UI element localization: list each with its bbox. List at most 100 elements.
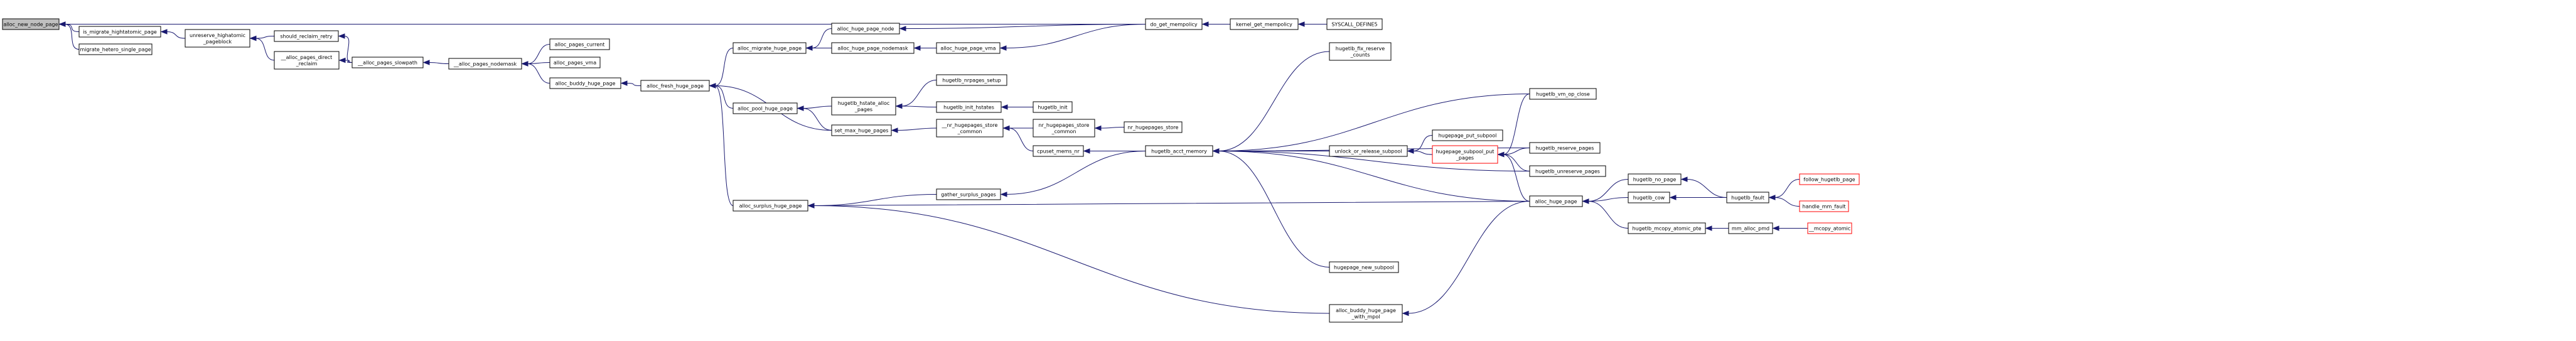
node-label: SYSCALL_DEFINE5 xyxy=(1331,22,1377,28)
node-alloc-huge-page-nodemask[interactable]: alloc_huge_page_nodemask xyxy=(831,42,915,54)
node-hugetlb-init-hstates[interactable]: hugetlb_init_hstates xyxy=(936,101,1002,113)
node-alloc-pages-nodemask[interactable]: __alloc_pages_nodemask xyxy=(448,58,522,70)
node-cpuset-mems-nr[interactable]: cpuset_mems_nr xyxy=(1033,145,1084,157)
node-hugetlb-fault[interactable]: hugetlb_fault xyxy=(1726,192,1769,203)
node-alloc-buddy-huge-page-with-mpol[interactable]: alloc_buddy_huge_page_with_mpol xyxy=(1329,304,1403,323)
edge-line xyxy=(904,24,1146,29)
node-alloc-pages-vma[interactable]: alloc_pages_vma xyxy=(549,57,601,68)
node-alloc-pool-huge-page[interactable]: alloc_pool_huge_page xyxy=(733,102,798,114)
edge-alloc_pages_nodemask-to-alloc_pages_slowpath xyxy=(422,60,449,65)
node-alloc-fresh-huge-page[interactable]: alloc_fresh_huge_page xyxy=(640,80,710,92)
node-alloc-pages-current[interactable]: alloc_pages_current xyxy=(549,38,610,50)
node-alloc-pages-direct-reclaim[interactable]: __alloc_pages_direct_reclaim xyxy=(274,51,340,70)
edge-line xyxy=(1503,148,1530,155)
node-hugetlb-fix-reserve-counts[interactable]: hugetlb_fix_reserve_counts xyxy=(1329,42,1392,61)
node-hugetlb-init[interactable]: hugetlb_init xyxy=(1033,101,1073,113)
node-hugetlb-nrpages-setup[interactable]: hugetlb_nrpages_setup xyxy=(936,74,1007,86)
edge-line xyxy=(428,62,449,64)
arrowhead xyxy=(160,29,168,35)
node-alloc-surplus-huge-page[interactable]: alloc_surplus_huge_page xyxy=(733,200,808,212)
node-box xyxy=(274,51,340,70)
node-hugetlb-unreserve-pages[interactable]: hugetlb_unreserve_pages xyxy=(1529,165,1606,177)
node-label: hugetlb_init_hstates xyxy=(943,105,994,111)
node-mm-alloc-pmd[interactable]: mm_alloc_pmd xyxy=(1728,222,1773,234)
node-label: alloc_fresh_huge_page xyxy=(647,84,704,89)
node-box xyxy=(549,57,601,68)
node-set-max-huge-pages[interactable]: set_max_huge_pages xyxy=(831,124,892,136)
node-hugetlb-mcopy-atomic-pte[interactable]: hugetlb_mcopy_atomic_pte xyxy=(1628,222,1706,234)
node-mcopy-atomic[interactable]: __mcopy_atomic xyxy=(1807,222,1852,234)
node-hugetlb-cow[interactable]: hugetlb_cow xyxy=(1628,192,1670,203)
node-unreserve-highatomic[interactable]: unreserve_highatomic_pageblock xyxy=(185,29,250,48)
node-unlock-or-release-subpool[interactable]: unlock_or_release_subpool xyxy=(1329,145,1408,157)
node-hugetlb-acct-memory[interactable]: hugetlb_acct_memory xyxy=(1145,145,1213,157)
edge-line xyxy=(1774,197,1800,207)
node-isolate-migratepages[interactable]: is_migrate_hightatomic_page xyxy=(78,26,161,38)
node-label: hugepage_new_subpool xyxy=(1334,265,1394,271)
node-label: cpuset_mems_nr xyxy=(1037,149,1080,154)
node-syscall-define5[interactable]: SYSCALL_DEFINE5 xyxy=(1326,18,1383,30)
edge-line xyxy=(714,48,734,86)
edge-hugetlb_fix_reserve_counts-to-hugetlb_acct_memory xyxy=(1212,51,1330,154)
node-hugepage-new-subpool[interactable]: hugepage_new_subpool xyxy=(1329,261,1399,273)
node-label: _pages xyxy=(854,107,872,112)
arrowhead xyxy=(895,103,903,109)
node-alloc-migrate-huge-page[interactable]: alloc_migrate_huge_page xyxy=(733,42,807,54)
node-hugetlb-vm-op-close[interactable]: hugetlb_vm_op_close xyxy=(1529,88,1597,100)
node-hugepage-put-subpool[interactable]: hugepage_put_subpool xyxy=(1432,129,1503,141)
node-label: _counts xyxy=(1350,52,1370,58)
node-migrate-hetero[interactable]: migrate_hetero_single_page xyxy=(78,43,153,55)
edge-line xyxy=(255,38,275,61)
node-alloc-pages-slowpath[interactable]: __alloc_pages_slowpath xyxy=(352,57,424,68)
edge-alloc_huge_page_nodemask-to-alloc_migrate_huge_page xyxy=(805,45,832,51)
node-box xyxy=(1726,192,1769,203)
edge-hugetlb_vm_op_close-to-hugetlb_acct_memory xyxy=(1212,94,1530,154)
arrowhead xyxy=(1497,151,1505,158)
arrowhead xyxy=(1768,195,1776,200)
node-alloc-new-node-page[interactable]: alloc_new_node_page xyxy=(2,18,60,30)
node-box xyxy=(274,30,339,42)
node-label: alloc_buddy_huge_page xyxy=(555,81,616,87)
node-gather-surplus-pages[interactable]: gather_surplus_pages xyxy=(936,188,1001,200)
node-hugepage-subpool-put-pages[interactable]: hugepage_subpool_put_pages xyxy=(1432,145,1498,164)
node-hugetlb-no-page[interactable]: hugetlb_no_page xyxy=(1628,173,1682,185)
node-box xyxy=(1529,142,1601,154)
node-nr-hugepages-store[interactable]: nr_hugepages_store xyxy=(1124,121,1183,133)
node-hugetlb-reserve-pages[interactable]: hugetlb_reserve_pages xyxy=(1529,142,1601,154)
node-kernel-get-mempolicy[interactable]: kernel_get_mempolicy xyxy=(1230,18,1299,30)
node-alloc-huge-page-node[interactable]: alloc_huge_page_node xyxy=(831,23,900,35)
node-should-reclaim-retry[interactable]: should_reclaim_retry xyxy=(274,30,339,42)
node-label: nr_hugepages_store xyxy=(1039,122,1090,128)
node-nr-hugepages-store-common[interactable]: __nr_hugepages_store_common xyxy=(936,119,1004,138)
arrowhead xyxy=(709,83,716,89)
node-nr-hugepages-store-common2[interactable]: nr_hugepages_store_common xyxy=(1033,119,1095,138)
node-hugetlb-hstate-alloc-pages[interactable]: hugetlb_hstate_alloc_pages xyxy=(831,97,896,116)
node-handle-mm-fault[interactable]: handle_mm_fault xyxy=(1799,200,1849,212)
node-box xyxy=(831,124,892,136)
arrowhead xyxy=(1201,21,1209,27)
node-label: hugetlb_cow xyxy=(1633,195,1665,201)
node-box xyxy=(1628,192,1670,203)
edge-alloc_huge_page-to-hugepage_subpool_put_pages xyxy=(1497,151,1530,202)
node-box xyxy=(1124,121,1183,133)
node-box xyxy=(1033,101,1073,113)
node-box xyxy=(1145,18,1203,30)
node-label: _pages xyxy=(1456,155,1474,161)
node-label: hugetlb_vm_op_close xyxy=(1536,92,1590,97)
arrowhead xyxy=(620,80,628,86)
node-alloc-huge-page[interactable]: alloc_huge_page xyxy=(1529,195,1583,207)
node-alloc-buddy-huge-page[interactable]: alloc_buddy_huge_page xyxy=(549,77,621,89)
node-label: hugetlb_nrpages_setup xyxy=(942,78,1001,84)
edge-line xyxy=(813,194,937,206)
node-box xyxy=(733,200,808,212)
edge-line xyxy=(1407,201,1530,314)
arrowhead xyxy=(1582,198,1589,204)
edge-line xyxy=(255,36,275,39)
node-label: alloc_huge_page_nodemask xyxy=(837,46,908,51)
node-label: hugepage_subpool_put xyxy=(1436,149,1495,154)
edge-line xyxy=(1218,151,1530,202)
node-label: alloc_pool_huge_page xyxy=(738,106,793,112)
node-alloc-huge-page-vma[interactable]: alloc_huge_page_vma xyxy=(936,42,1001,54)
node-follow-hugetlb-page[interactable]: follow_hugetlb_page xyxy=(1799,173,1860,185)
node-do-get-mempolicy[interactable]: do_get_mempolicy xyxy=(1145,18,1203,30)
